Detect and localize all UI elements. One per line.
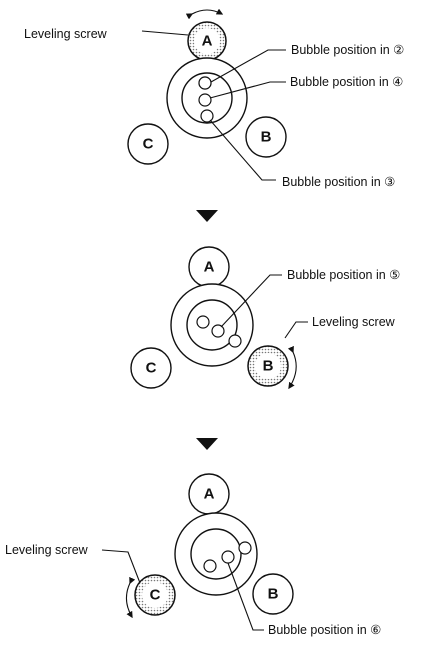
bubble-position-6 <box>221 550 235 564</box>
leader-line <box>141 30 189 36</box>
leader-line <box>227 562 264 631</box>
rotation-arrow-icon <box>287 345 297 390</box>
leveling-screw-b: B <box>252 573 294 615</box>
screw-label-b: B <box>263 358 274 375</box>
label-bubble-4: Bubble position in ④ <box>290 75 403 89</box>
label-leveling-screw-1: Leveling screw <box>24 27 108 41</box>
label-bubble-2: Bubble position in ② <box>291 43 404 57</box>
leveling-screw-b: B <box>247 345 289 387</box>
leader-line <box>209 81 286 99</box>
bubble-position-3 <box>200 109 214 123</box>
screw-label-c: C <box>146 360 157 377</box>
leader-line <box>210 49 286 83</box>
leader-line <box>101 549 141 584</box>
screw-label-a: A <box>202 33 213 50</box>
leveling-screw-c: C <box>134 574 176 616</box>
bubble-position-old <box>238 541 252 555</box>
screw-label-b: B <box>268 586 279 603</box>
circular-level <box>170 283 254 367</box>
screw-label-a: A <box>204 486 215 503</box>
label-bubble-5: Bubble position in ⑤ <box>287 268 400 282</box>
step-3-panel: A C B Leveling screw Bubble position in … <box>5 473 381 637</box>
screw-label-c: C <box>143 136 154 153</box>
screw-label-a: A <box>204 259 215 276</box>
leader-line <box>284 321 308 339</box>
bubble-position-old-2 <box>196 315 210 329</box>
bubble-position-5 <box>211 324 225 338</box>
label-leveling-screw-2: Leveling screw <box>312 315 396 329</box>
rotation-arrow-icon <box>185 8 224 20</box>
bubble-position-4 <box>198 93 212 107</box>
leader-line <box>220 274 282 328</box>
leveling-screw-a: A <box>188 246 230 288</box>
leveling-screw-b: B <box>245 116 287 158</box>
screw-label-b: B <box>261 129 272 146</box>
label-bubble-6: Bubble position in ⑥ <box>268 623 381 637</box>
circular-level <box>174 512 258 596</box>
screw-label-c: C <box>150 587 161 604</box>
leveling-screw-c: C <box>130 347 172 389</box>
rotation-arrow-icon <box>125 576 136 619</box>
label-bubble-3: Bubble position in ③ <box>282 175 395 189</box>
leveling-screw-c: C <box>127 123 169 165</box>
bubble-position-2-top <box>198 76 212 90</box>
leader-line <box>209 119 276 181</box>
down-arrow-icon <box>196 438 218 450</box>
label-leveling-screw-3: Leveling screw <box>5 543 89 557</box>
bubble-position-old-4 <box>228 334 242 348</box>
step-1-panel: A C B Leveling screw Bubble position in … <box>24 8 404 189</box>
leveling-screw-a: A <box>187 21 227 61</box>
step-2-panel: A C B Bubble position in ⑤ Leveling scre… <box>130 246 400 390</box>
down-arrow-icon <box>196 210 218 222</box>
leveling-screw-a: A <box>188 473 230 515</box>
bubble-position-old-5 <box>203 559 217 573</box>
